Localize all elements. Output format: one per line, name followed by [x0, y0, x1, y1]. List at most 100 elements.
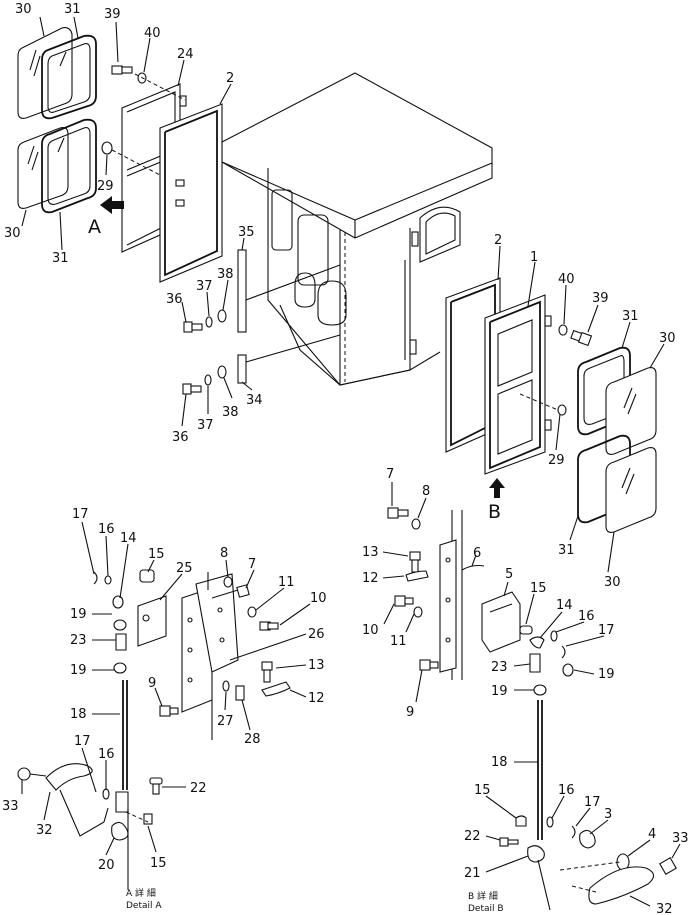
callout-24: 24 [177, 47, 194, 62]
hinge-34 [237, 354, 247, 384]
detail-b-assembly [387, 507, 677, 911]
callout-6: 6 [473, 546, 481, 561]
detail-captions: A 詳 細 Detail A B 詳 細 Detail B [126, 887, 504, 914]
callout-29: 29 [97, 179, 114, 194]
cab-body [221, 72, 493, 386]
upper-right-door-assembly [445, 277, 657, 533]
callout-30: 30 [4, 226, 21, 241]
callout-25: 25 [176, 561, 193, 576]
callout-27: 27 [217, 714, 234, 729]
view-a-arrow [100, 196, 124, 214]
callout-19: 19 [598, 667, 615, 682]
nut-29-upper-left [101, 141, 113, 155]
callout-10: 10 [310, 591, 327, 606]
callout-10: 10 [362, 623, 379, 638]
callout-40: 40 [144, 26, 161, 41]
callout-15: 15 [148, 547, 165, 562]
callout-39: 39 [592, 291, 609, 306]
leader-lines [21, 16, 681, 907]
callout-31: 31 [52, 251, 69, 266]
callout-2: 2 [226, 71, 234, 86]
callout-12: 12 [362, 571, 379, 586]
callouts-detail-a: 17 16 14 15 25 8 7 11 10 19 23 26 19 13 … [2, 507, 327, 873]
callout-19: 19 [70, 607, 87, 622]
callout-16: 16 [578, 609, 595, 624]
callout-37: 37 [196, 279, 213, 294]
callout-38: 38 [217, 267, 234, 282]
callout-33: 33 [2, 799, 19, 814]
callout-22: 22 [190, 781, 207, 796]
callout-22: 22 [464, 829, 481, 844]
detail-a-assembly [17, 569, 291, 890]
callout-39: 39 [104, 7, 121, 22]
callout-8: 8 [422, 484, 430, 499]
callout-7: 7 [386, 467, 394, 482]
detail-a-caption-jp: A 詳 細 [126, 887, 156, 899]
callout-8: 8 [220, 546, 228, 561]
detail-b-caption-jp: B 詳 細 [468, 890, 498, 902]
callout-2: 2 [494, 233, 502, 248]
callout-23: 23 [491, 660, 508, 675]
callout-40: 40 [558, 272, 575, 287]
callout-26: 26 [308, 627, 325, 642]
view-letter-a: A [88, 216, 101, 238]
callouts-upper-right: 2 1 40 39 31 30 29 B 31 30 [488, 233, 676, 590]
callout-18: 18 [491, 755, 508, 770]
callout-13: 13 [308, 658, 325, 673]
bolt-39-upper-left [111, 65, 133, 75]
callout-12: 12 [308, 691, 325, 706]
callout-17: 17 [74, 734, 91, 749]
view-letter-b: B [488, 501, 501, 523]
callout-38: 38 [222, 405, 239, 420]
hinge-35 [237, 249, 247, 333]
callout-16: 16 [98, 747, 115, 762]
callout-13: 13 [362, 545, 379, 560]
callout-32: 32 [36, 823, 53, 838]
callout-21: 21 [464, 866, 481, 881]
callout-7: 7 [248, 557, 256, 572]
callout-31: 31 [64, 2, 81, 17]
callout-20: 20 [98, 858, 115, 873]
callout-36: 36 [172, 430, 189, 445]
callout-9: 9 [148, 676, 156, 691]
callout-15: 15 [474, 783, 491, 798]
callout-23: 23 [70, 633, 87, 648]
callout-37: 37 [197, 418, 214, 433]
callout-17: 17 [598, 623, 615, 638]
callout-17: 17 [584, 795, 601, 810]
callouts-upper-left: 30 31 39 40 24 2 29 A 30 31 35 38 37 36 … [4, 2, 263, 445]
callout-1: 1 [530, 250, 538, 265]
callout-33: 33 [672, 831, 689, 846]
callout-17: 17 [72, 507, 89, 522]
upper-left-door-assembly [17, 27, 341, 395]
callout-30: 30 [15, 2, 32, 17]
callout-19: 19 [491, 684, 508, 699]
callout-36: 36 [166, 292, 183, 307]
callout-3: 3 [604, 807, 612, 822]
callout-30: 30 [604, 575, 621, 590]
callout-30: 30 [659, 331, 676, 346]
detail-a-caption-en: Detail A [126, 901, 162, 911]
callout-16: 16 [98, 522, 115, 537]
detail-b-caption-en: Detail B [468, 904, 504, 914]
callout-19: 19 [70, 663, 87, 678]
callout-31: 31 [558, 543, 575, 558]
callout-9: 9 [406, 705, 414, 720]
callout-29: 29 [548, 453, 565, 468]
callout-14: 14 [556, 598, 573, 613]
callout-11: 11 [390, 634, 407, 649]
callout-15: 15 [530, 581, 547, 596]
view-b-arrow [489, 478, 505, 498]
callout-28: 28 [244, 732, 261, 747]
callout-32: 32 [656, 902, 673, 915]
callout-16: 16 [558, 783, 575, 798]
callout-35: 35 [238, 225, 255, 240]
callout-31: 31 [622, 309, 639, 324]
callout-14: 14 [120, 531, 137, 546]
callouts-detail-b: 7 8 13 6 12 5 15 10 11 14 16 17 23 19 9 … [362, 467, 689, 915]
callout-5: 5 [505, 567, 513, 582]
callout-18: 18 [70, 707, 87, 722]
callout-34: 34 [246, 393, 263, 408]
callout-4: 4 [648, 827, 656, 842]
